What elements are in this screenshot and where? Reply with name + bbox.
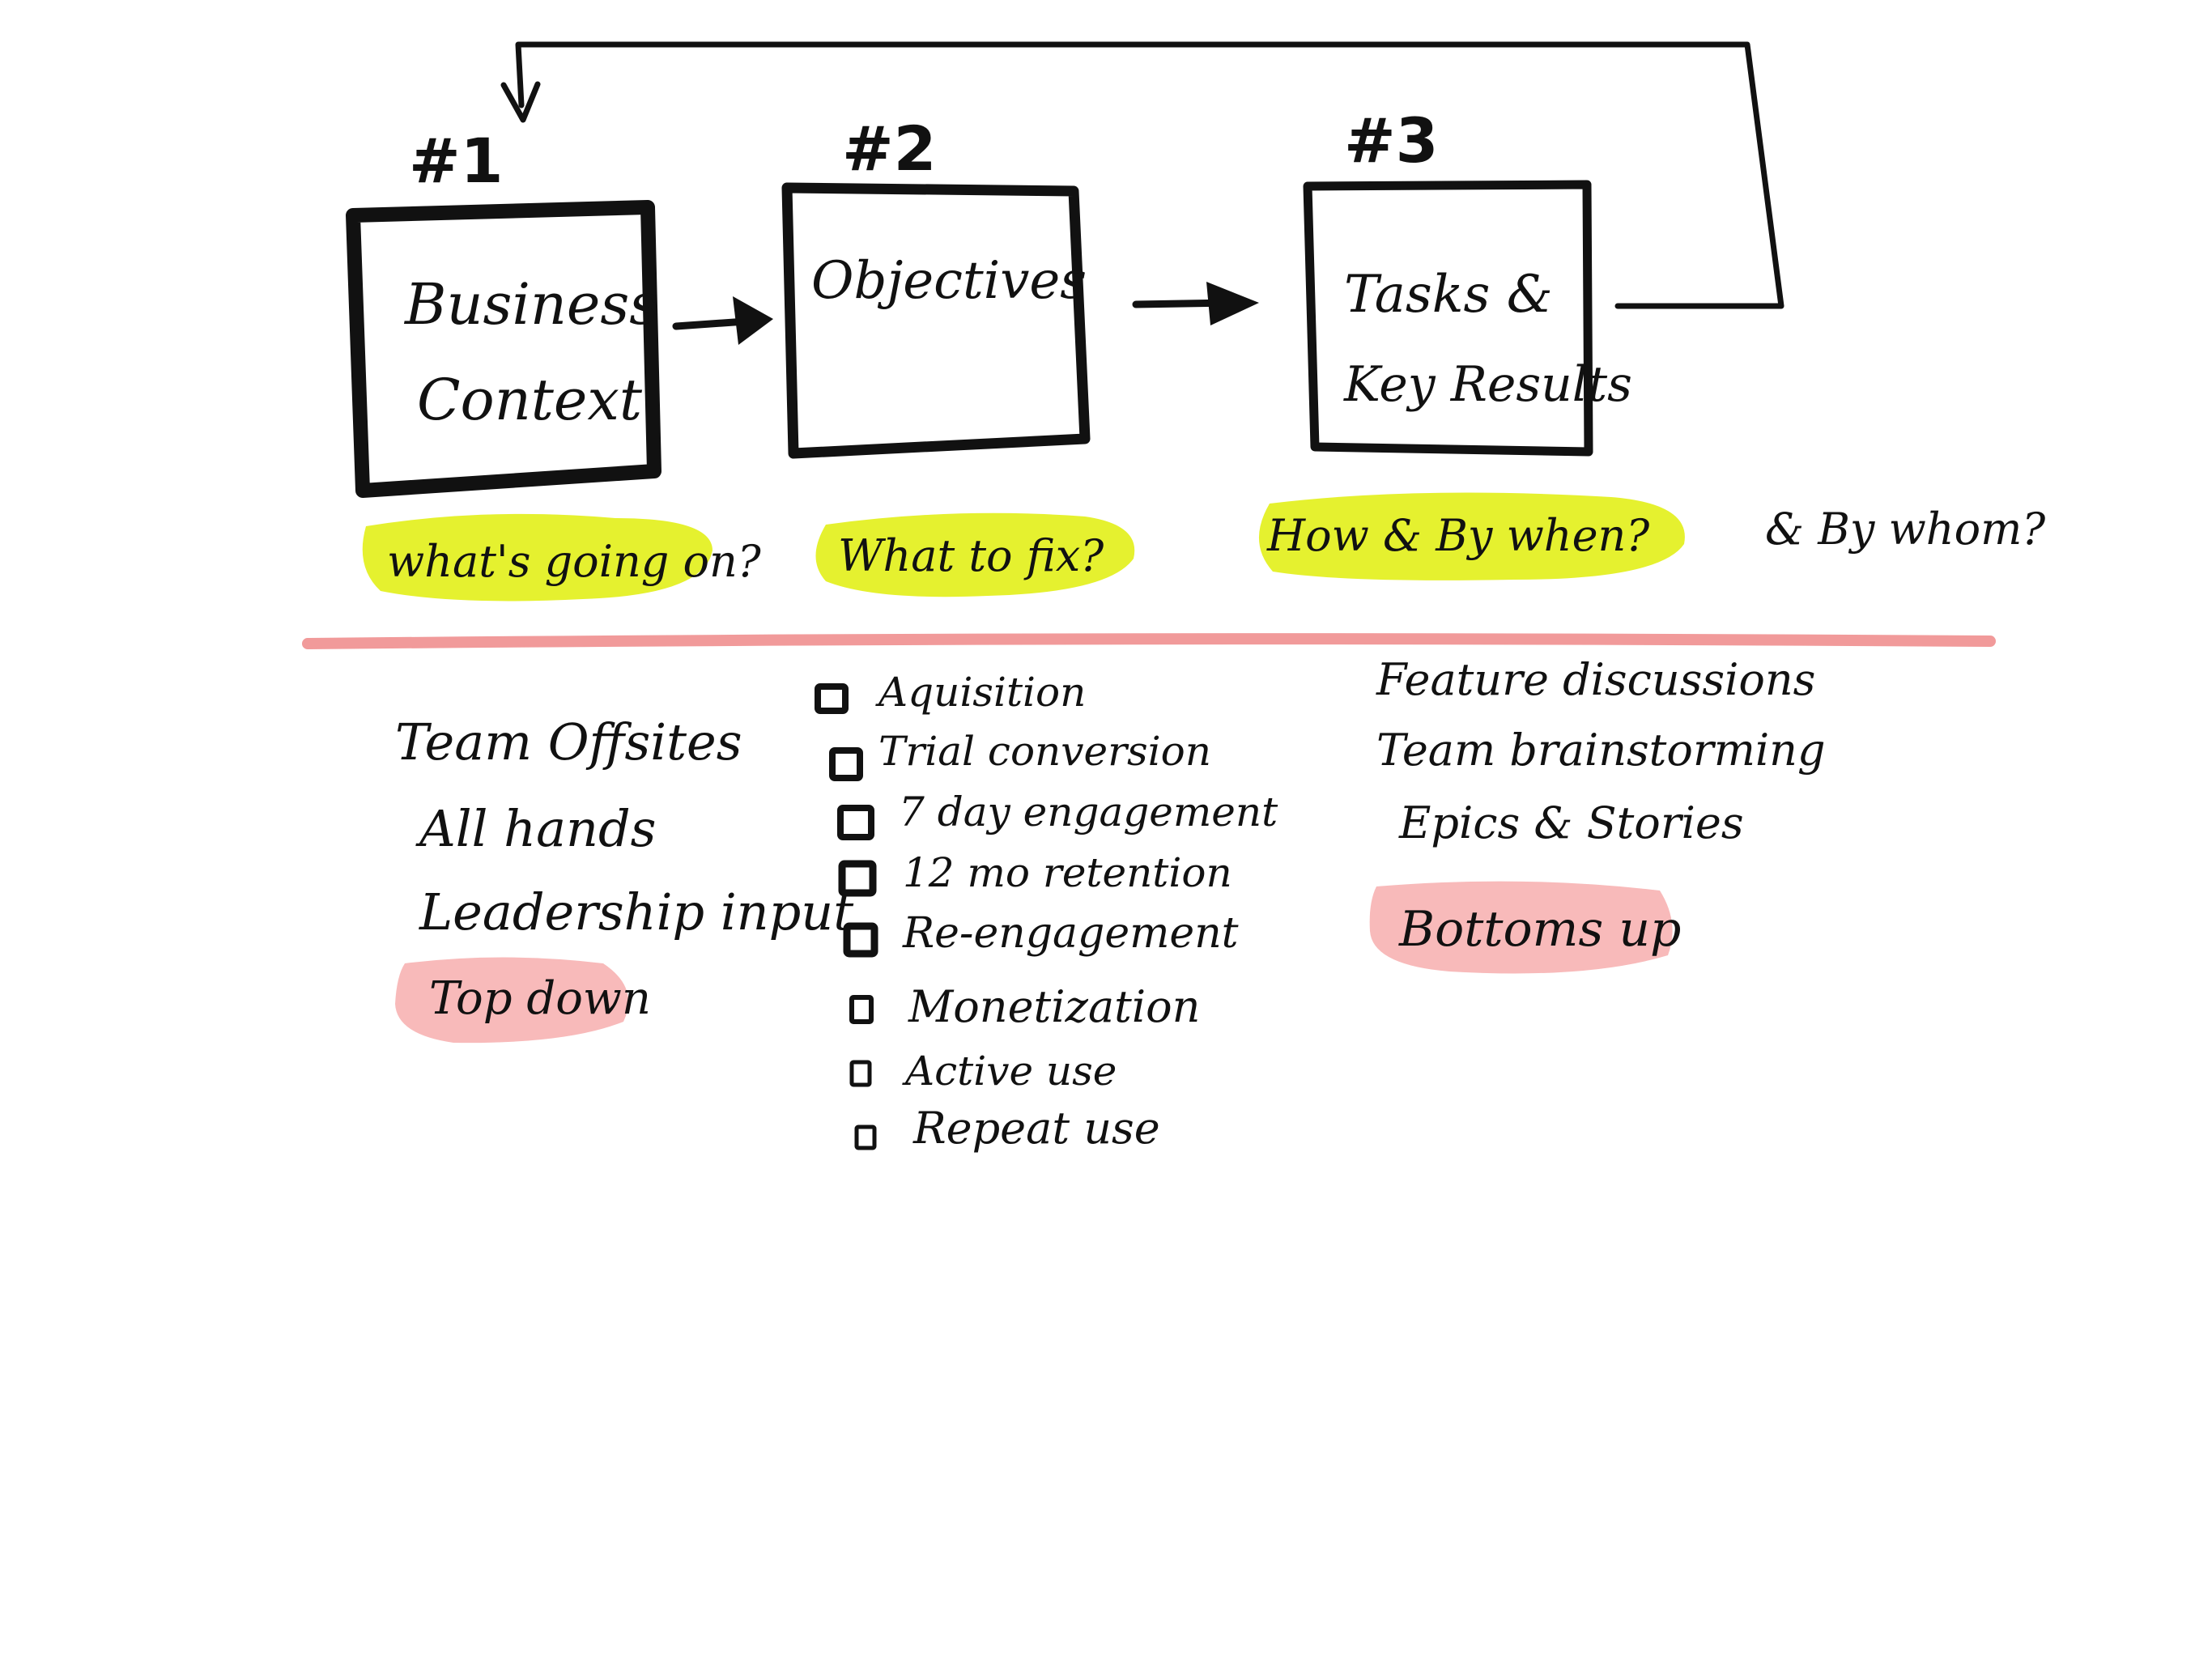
- question-objectives: What to fix?: [838, 530, 1104, 581]
- objectives-box: [781, 182, 1091, 459]
- checkbox-icon[interactable]: [815, 683, 849, 714]
- arrow-1-to-2-head: [733, 296, 773, 345]
- checkbox-icon[interactable]: [838, 860, 877, 897]
- question-1-highlight: [362, 513, 713, 602]
- feedback-loop-arrowhead: [500, 81, 541, 123]
- right-item-3: Epics & Stories: [1398, 797, 1744, 848]
- question-by-whom: & By whom?: [1765, 504, 2046, 555]
- arrow-2-to-3-head: [1206, 282, 1259, 325]
- objective-item: Aquisition: [875, 669, 1086, 716]
- top-down-highlight: [395, 957, 629, 1044]
- tasks-key-results-line2: Key Results: [1343, 356, 1632, 413]
- question-business-context: what's going on?: [387, 536, 762, 587]
- question-tasks: How & By when?: [1266, 510, 1650, 561]
- business-context-box: [346, 200, 661, 498]
- objective-item: Trial conversion: [878, 728, 1211, 775]
- right-tag-bottoms-up: Bottoms up: [1398, 901, 1681, 958]
- objective-item: Active use: [902, 1048, 1117, 1095]
- objective-item: 12 mo retention: [903, 849, 1232, 896]
- checkbox-icon[interactable]: [854, 1124, 877, 1150]
- right-item-1: Feature discussions: [1376, 654, 1815, 705]
- checkbox-icon[interactable]: [843, 922, 878, 958]
- objective-item: Re-engagement: [902, 909, 1239, 958]
- step-1-number: #1: [409, 125, 504, 197]
- objectives-label: Objectives: [811, 251, 1087, 311]
- step-2-number: #2: [842, 113, 937, 185]
- objective-item: Repeat use: [912, 1103, 1160, 1154]
- checkbox-icon[interactable]: [849, 1060, 872, 1087]
- checkbox-icon[interactable]: [829, 747, 863, 781]
- business-context-line2: Context: [417, 367, 643, 433]
- objective-item: 7 day engagement: [899, 789, 1278, 835]
- left-tag-top-down: Top down: [429, 972, 651, 1025]
- checkbox-icon[interactable]: [837, 805, 874, 840]
- business-context-line1: Business: [403, 271, 658, 338]
- bottoms-up-highlight: [1369, 881, 1673, 974]
- feedback-loop-line: [515, 41, 1784, 309]
- right-item-2: Team brainstorming: [1376, 725, 1826, 776]
- left-item-1: Team Offsites: [395, 712, 742, 772]
- tasks-key-results-box: [1303, 180, 1593, 457]
- question-2-highlight: [815, 512, 1135, 597]
- objective-item: Monetization: [908, 981, 1200, 1032]
- checkbox-icon[interactable]: [849, 995, 874, 1024]
- left-item-3: Leadership input: [419, 882, 853, 942]
- step-3-number: #3: [1344, 104, 1439, 176]
- tasks-key-results-line1: Tasks &: [1344, 265, 1553, 325]
- question-3-highlight: [1258, 492, 1685, 580]
- left-item-2: All hands: [415, 799, 656, 858]
- section-divider: [302, 633, 1996, 649]
